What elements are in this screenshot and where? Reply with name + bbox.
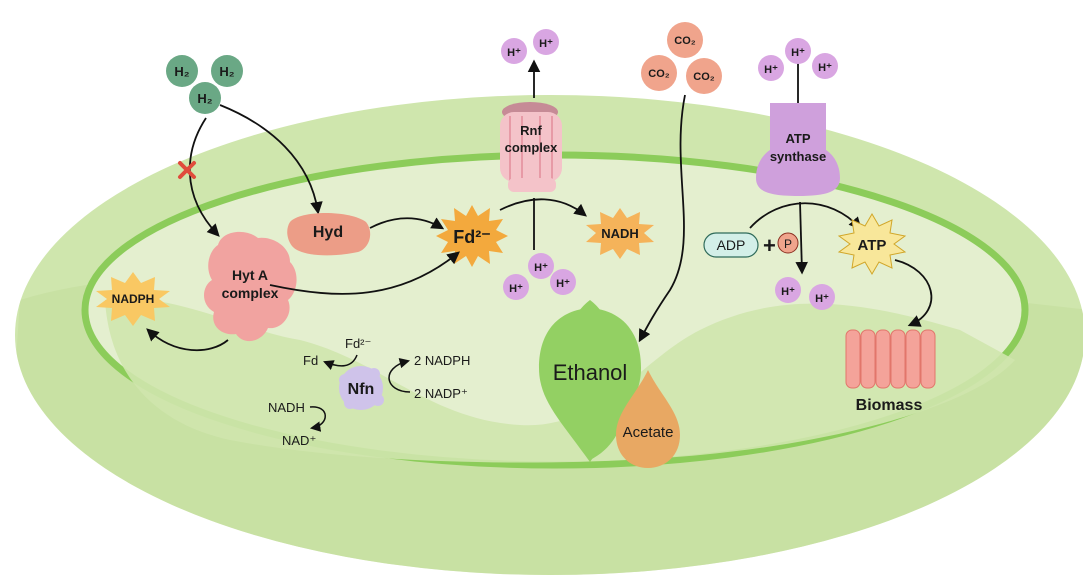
svg-text:H⁺: H⁺ bbox=[791, 47, 805, 59]
svg-text:ATP: ATP bbox=[785, 131, 810, 146]
acetate-drop: Acetate bbox=[616, 370, 680, 468]
h2-molecule: H₂ bbox=[189, 82, 221, 114]
svg-text:Fd²⁻: Fd²⁻ bbox=[453, 227, 491, 247]
svg-text:H⁺: H⁺ bbox=[509, 283, 523, 295]
svg-text:NADPH: NADPH bbox=[112, 292, 155, 306]
svg-text:H⁺: H⁺ bbox=[507, 47, 521, 59]
h2-molecules: H₂ H₂ H₂ bbox=[166, 55, 243, 114]
proton: H⁺ bbox=[775, 277, 801, 303]
proton: H⁺ bbox=[501, 38, 527, 64]
fd2-burst: Fd²⁻ bbox=[436, 205, 508, 267]
cytoplasm-wave bbox=[105, 298, 1015, 463]
svg-text:Hyt A: Hyt A bbox=[232, 267, 268, 283]
arrow-co2-to-ethanol bbox=[638, 94, 686, 343]
nad-plus-label: NAD⁺ bbox=[282, 433, 316, 448]
fd2-small-label: Fd²⁻ bbox=[345, 336, 371, 351]
hyta-complex: Hyt A complex bbox=[204, 231, 297, 342]
arrow-fd2-to-fd bbox=[323, 354, 358, 370]
svg-text:H⁺: H⁺ bbox=[534, 262, 548, 274]
svg-text:Rnf: Rnf bbox=[520, 123, 542, 138]
svg-text:P: P bbox=[784, 237, 792, 251]
proton: H⁺ bbox=[528, 253, 554, 279]
fd-label: Fd bbox=[303, 353, 318, 368]
svg-text:H⁺: H⁺ bbox=[556, 278, 570, 290]
svg-text:CO₂: CO₂ bbox=[693, 71, 715, 83]
svg-text:complex: complex bbox=[222, 285, 279, 301]
svg-text:H₂: H₂ bbox=[219, 64, 234, 79]
arrow-hyd-to-fd bbox=[369, 217, 445, 230]
ethanol-drop: Ethanol bbox=[539, 300, 641, 462]
nadh-small-label: NADH bbox=[268, 400, 305, 415]
proton: H⁺ bbox=[533, 29, 559, 55]
svg-text:NADH: NADH bbox=[601, 226, 639, 241]
svg-text:Hyd: Hyd bbox=[313, 224, 343, 241]
phosphate: P bbox=[777, 232, 799, 254]
atp-burst: ATP bbox=[837, 213, 907, 275]
co2-molecule: CO₂ bbox=[641, 55, 677, 91]
nfn-enzyme: Nfn bbox=[339, 366, 384, 410]
rnf-complex: Rnf complex bbox=[500, 102, 562, 192]
plus-sign: + bbox=[763, 233, 776, 258]
svg-text:Ethanol: Ethanol bbox=[553, 360, 628, 385]
svg-text:ADP: ADP bbox=[717, 237, 746, 253]
nadph2-label: 2 NADPH bbox=[414, 353, 470, 368]
svg-text:synthase: synthase bbox=[770, 149, 826, 164]
h2-molecule: H₂ bbox=[166, 55, 198, 87]
arrow-atp-to-biomass bbox=[894, 259, 933, 327]
atp-synthase: ATP synthase bbox=[756, 62, 840, 196]
proton: H⁺ bbox=[550, 269, 576, 295]
arrow-fd-to-nadh bbox=[499, 198, 587, 217]
proton: H⁺ bbox=[812, 53, 838, 79]
svg-text:CO₂: CO₂ bbox=[648, 68, 670, 80]
arrow-hyta-to-nadph bbox=[146, 328, 229, 352]
svg-text:Acetate: Acetate bbox=[623, 424, 674, 441]
nadh-burst: NADH bbox=[586, 208, 654, 259]
svg-text:CO₂: CO₂ bbox=[674, 35, 696, 47]
svg-text:H₂: H₂ bbox=[174, 64, 189, 79]
arrow-adp-to-atp bbox=[749, 202, 862, 230]
cell bbox=[15, 95, 1083, 575]
svg-text:complex: complex bbox=[505, 140, 559, 155]
hyd-enzyme: Hyd bbox=[287, 213, 371, 256]
svg-text:H⁺: H⁺ bbox=[818, 62, 832, 74]
arrow-nadp-to-nadph bbox=[388, 357, 411, 393]
svg-text:H⁺: H⁺ bbox=[815, 293, 829, 305]
co2-molecule: CO₂ bbox=[667, 22, 703, 58]
biomass-cells bbox=[845, 329, 936, 389]
nadp2-label: 2 NADP⁺ bbox=[414, 386, 468, 401]
h2-molecule: H₂ bbox=[211, 55, 243, 87]
co2-molecule: CO₂ bbox=[686, 58, 722, 94]
svg-text:H⁺: H⁺ bbox=[539, 38, 553, 50]
arrow-hyta-to-fd bbox=[269, 251, 460, 295]
nadph-burst: NADPH bbox=[96, 272, 170, 326]
proton: H⁺ bbox=[758, 55, 784, 81]
proton: H⁺ bbox=[503, 274, 529, 300]
biomass-label: Biomass bbox=[856, 397, 923, 414]
proton: H⁺ bbox=[809, 284, 835, 310]
svg-text:H⁺: H⁺ bbox=[781, 286, 795, 298]
svg-text:H₂: H₂ bbox=[197, 91, 212, 106]
proton: H⁺ bbox=[785, 38, 811, 64]
svg-text:H⁺: H⁺ bbox=[764, 64, 778, 76]
arrow-nadh-to-nad bbox=[309, 406, 326, 432]
block-x-icon bbox=[178, 161, 196, 179]
svg-text:Nfn: Nfn bbox=[348, 381, 375, 398]
arrow-h2-to-hyd bbox=[219, 104, 323, 215]
svg-text:ATP: ATP bbox=[858, 237, 887, 254]
adp-pill: ADP bbox=[703, 232, 759, 258]
arrow-synthase-to-protons bbox=[795, 201, 809, 275]
